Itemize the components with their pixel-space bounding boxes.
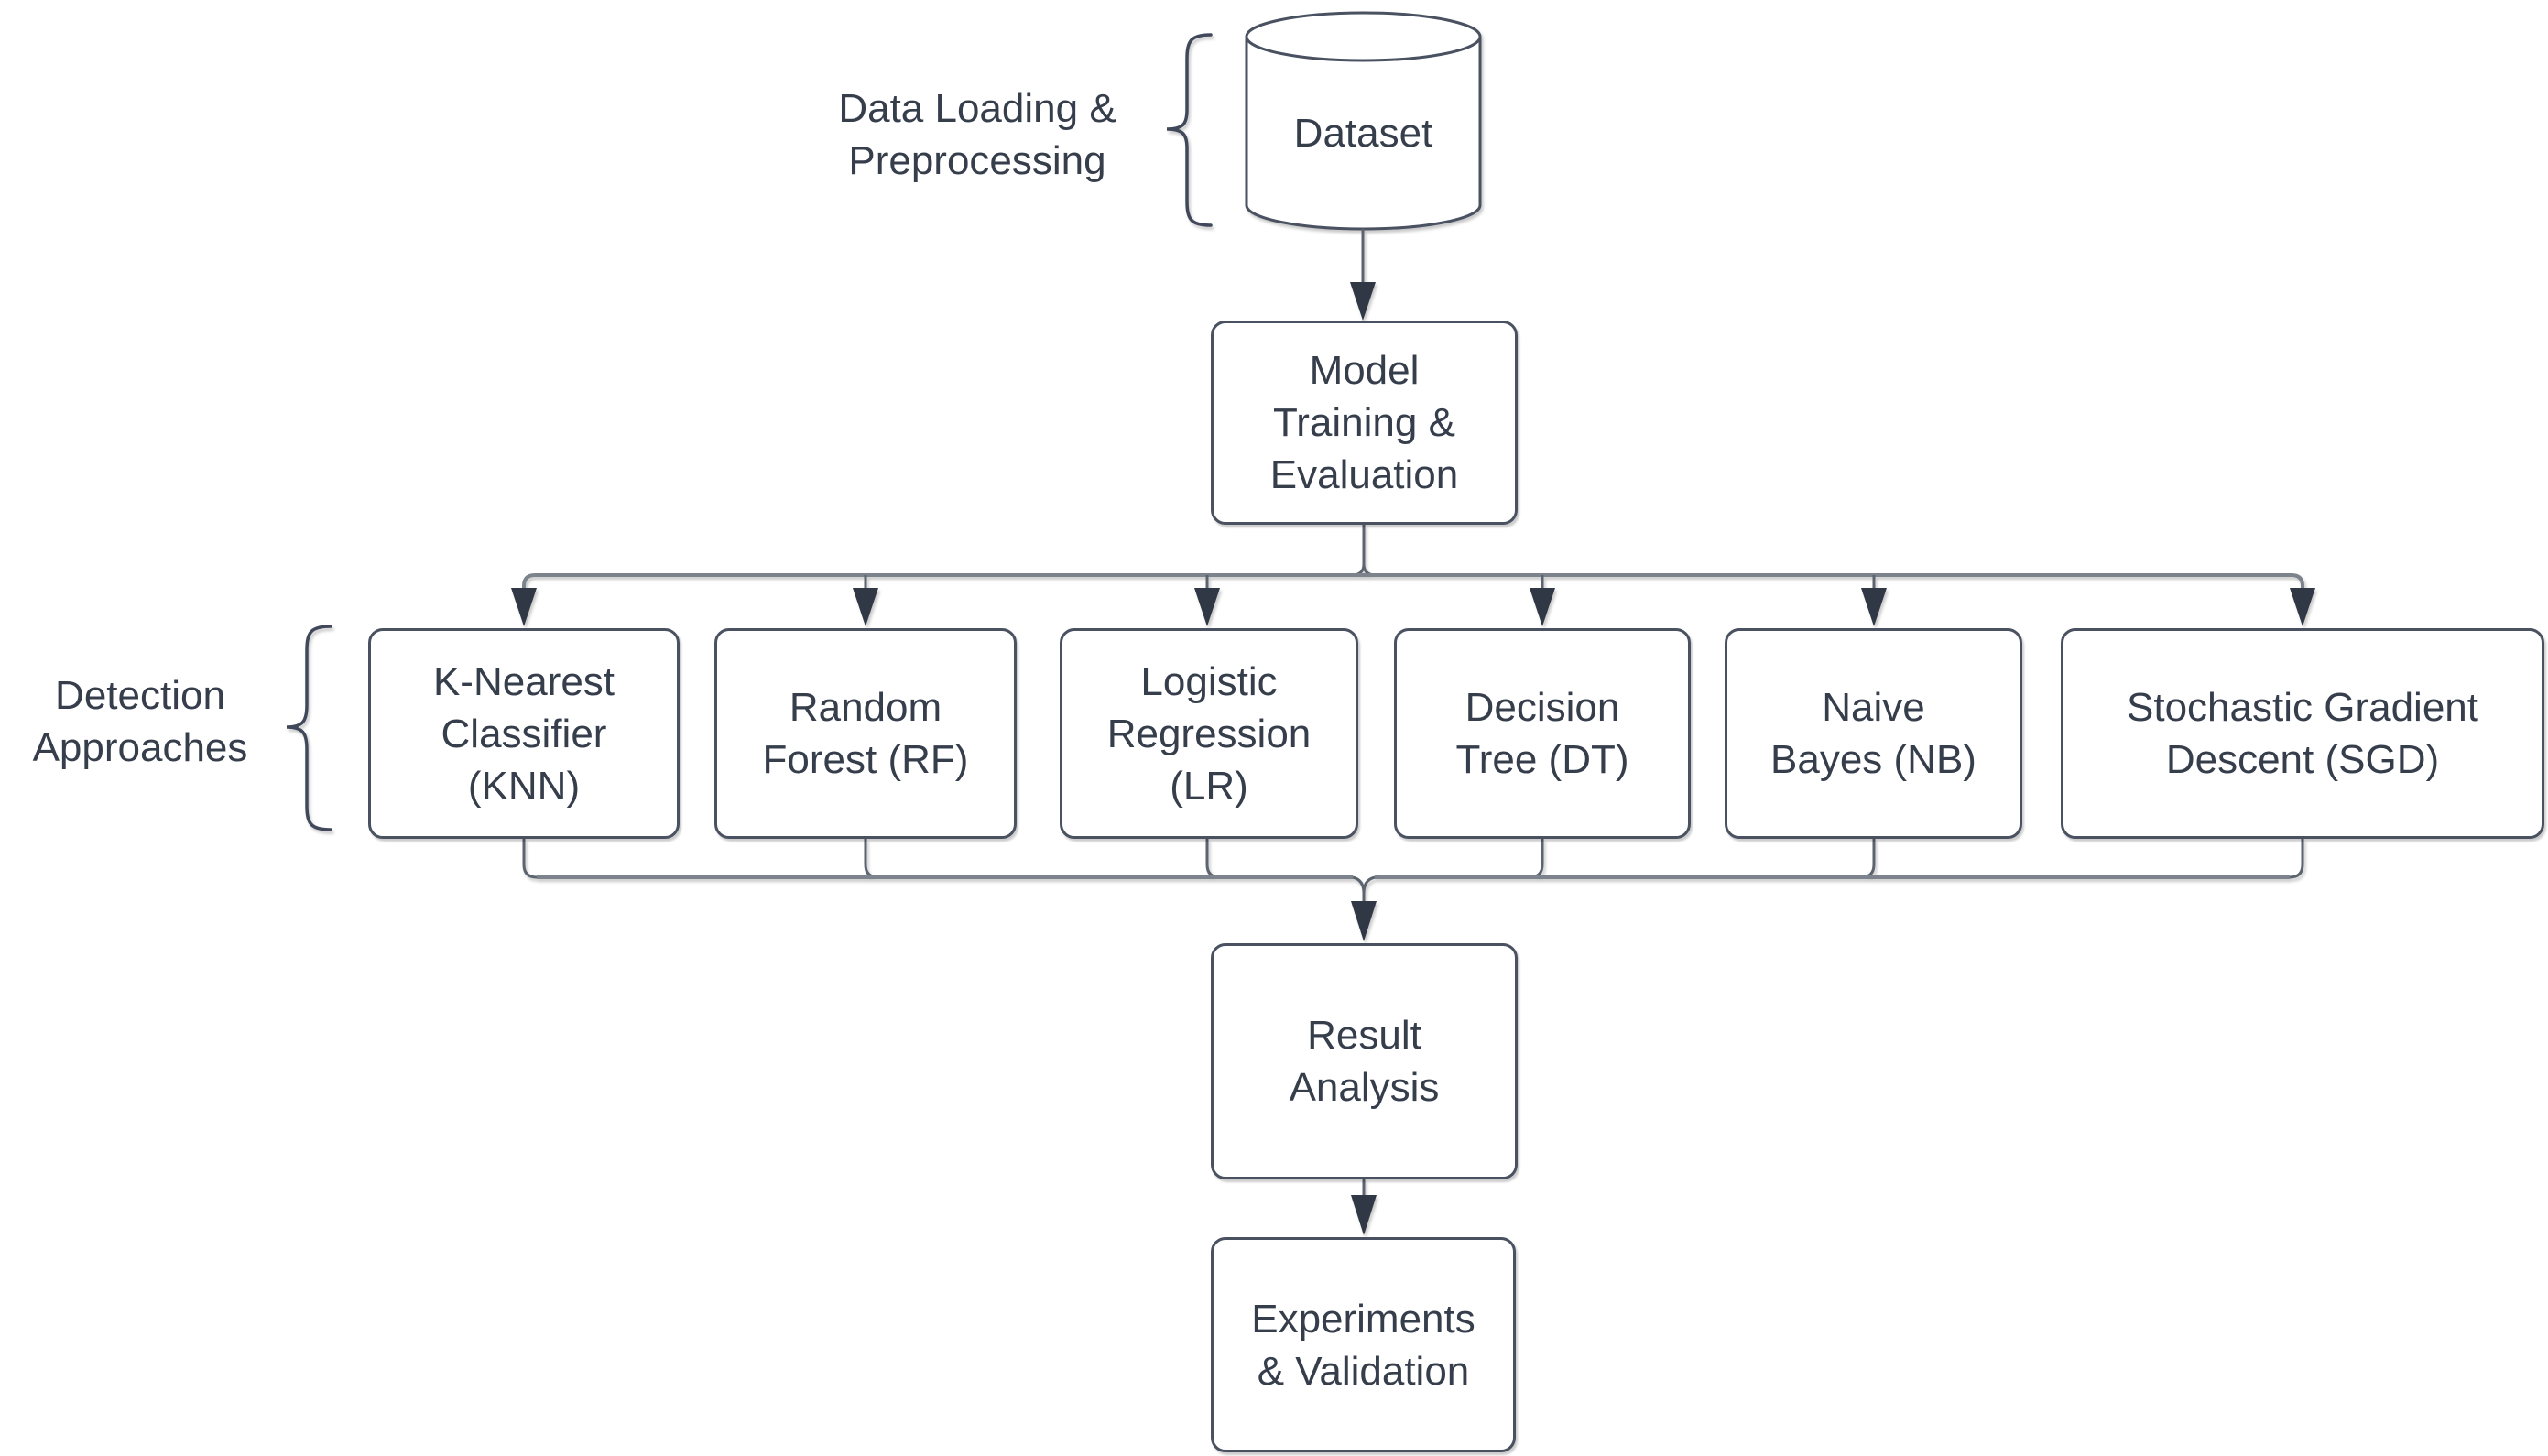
top-branch-bus [522, 573, 2304, 591]
dataset-cylinder-rim [1245, 36, 1482, 62]
node-stochastic-gradient-descent-sgd: Stochastic Gradient Descent (SGD) [2061, 628, 2544, 839]
node-k-nearest-classifier-knn: K-Nearest Classifier (KNN) [368, 628, 680, 839]
curly-brace-icon [1166, 33, 1213, 227]
label-data-loading-preprocessing: Data Loading & Preprocessing [838, 86, 1116, 183]
arrowhead-icon [511, 588, 537, 626]
arrowhead-icon [1861, 588, 1887, 626]
arrowhead-icon [1194, 588, 1220, 626]
node-experiments-validation: Experiments & Validation [1211, 1237, 1516, 1452]
arrowhead-icon [1351, 901, 1377, 941]
node-random-forest-rf: Random Forest (RF) [714, 628, 1017, 839]
arrowhead-icon [1351, 1195, 1377, 1235]
label-detection-approaches: Detection Approaches [32, 672, 248, 770]
node-dataset-label: Dataset [1293, 110, 1433, 156]
node-model-training-evaluation: Model Training & Evaluation [1211, 321, 1518, 525]
node-result-analysis: Result Analysis [1211, 943, 1518, 1179]
arrowhead-icon [1350, 282, 1376, 321]
top-branch-drops [864, 575, 1876, 592]
bottom-merge-funnel [1352, 875, 1376, 905]
node-naive-bayes-nb: Naive Bayes (NB) [1725, 628, 2022, 839]
arrowhead-icon [1530, 588, 1555, 626]
node-decision-tree-dt: Decision Tree (DT) [1394, 628, 1691, 839]
dataset-cylinder [1245, 11, 1482, 231]
bottom-merge-drops [522, 839, 2304, 879]
connector-model-to-branch [1353, 525, 1375, 577]
arrowhead-icon [2290, 588, 2315, 626]
arrowhead-icon [853, 588, 878, 626]
node-logistic-regression-lr: Logistic Regression (LR) [1060, 628, 1358, 839]
curly-brace-icon [286, 625, 332, 831]
